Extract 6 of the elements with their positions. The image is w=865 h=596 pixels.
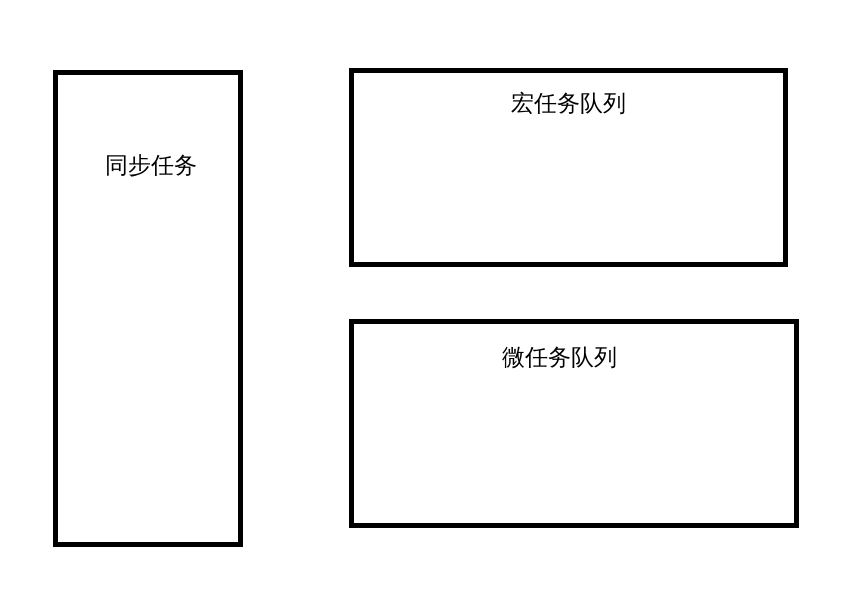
box-title: 同步任务 xyxy=(105,155,197,178)
box-title: 微任务队列 xyxy=(502,347,617,370)
rectangle-box xyxy=(349,68,788,267)
box-title: 宏任务队列 xyxy=(511,93,626,116)
rectangle-box xyxy=(53,70,243,547)
rectangle-box xyxy=(349,319,799,528)
